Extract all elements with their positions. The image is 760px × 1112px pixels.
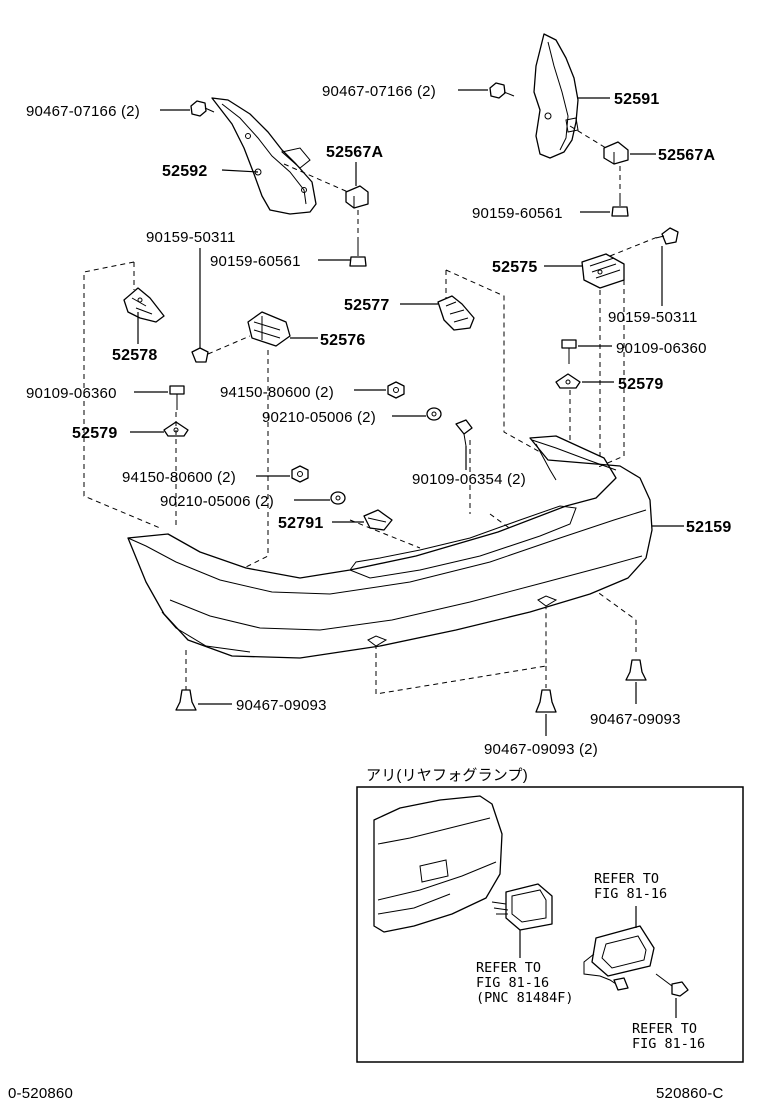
clip-90467-09093-center (535, 689, 557, 713)
label-52567A-right: 52567A (658, 147, 715, 164)
fog-lamp-unit (583, 925, 655, 991)
bracket-52575 (581, 253, 625, 289)
screw-90467-07166-left (190, 100, 215, 117)
washer-90210-05006-left (330, 491, 346, 505)
bracket-52577 (437, 295, 475, 331)
label-52576: 52576 (320, 332, 366, 349)
clip-52579-right (555, 373, 581, 389)
screw-90159-60561-left (349, 242, 367, 267)
retainer-52567A-left (345, 185, 369, 209)
clip-90467-09093-right (625, 659, 647, 681)
fog-lamp-socket (491, 883, 553, 931)
clip-52791 (363, 509, 393, 531)
mudguard-left-52592 (211, 97, 317, 215)
label-90159-60561-left: 90159-60561 (210, 253, 301, 270)
label-90109-06360-right: 90109-06360 (616, 340, 707, 357)
refer-a-line-2: FIG 81-16 (476, 975, 549, 991)
label-52791: 52791 (278, 515, 324, 532)
label-90467-07166-right: 90467-07166 (2) (322, 83, 436, 100)
label-90210-05006-center: 90210-05006 (2) (262, 409, 376, 426)
refer-b-line-2: FIG 81-16 (594, 886, 667, 902)
inset-title: アリ(リヤフォグランプ) (366, 767, 528, 784)
label-90159-50311-right: 90159-50311 (608, 309, 698, 326)
label-90159-60561-right: 90159-60561 (472, 205, 563, 222)
label-52578: 52578 (112, 347, 158, 364)
bolt-90109-06360-left (169, 385, 185, 410)
label-52577: 52577 (344, 297, 390, 314)
retainer-52567A-right (603, 141, 629, 165)
washer-90210-05006-center (426, 407, 442, 421)
refer-a-line-1: REFER TO (476, 960, 541, 976)
nut-94150-80600-center (387, 381, 405, 399)
label-90467-09093-left: 90467-09093 (236, 697, 327, 714)
label-90109-06354: 90109-06354 (2) (412, 471, 526, 488)
screw-90467-07166-right (489, 82, 515, 99)
refer-c-line-1: REFER TO (632, 1021, 697, 1037)
refer-c-line-2: FIG 81-16 (632, 1036, 705, 1052)
nut-94150-80600-left (291, 465, 309, 483)
label-52579-left: 52579 (72, 425, 118, 442)
bracket-52578 (123, 287, 165, 323)
clip-52579-left (163, 421, 189, 437)
label-52159: 52159 (686, 519, 732, 536)
label-90467-07166-left: 90467-07166 (2) (26, 103, 140, 120)
bolt-90109-06360-right (561, 339, 577, 364)
screw-90159-60561-right (611, 196, 629, 217)
clip-90467-09093-left (175, 686, 197, 711)
fog-lamp-screw (655, 973, 689, 997)
label-90210-05006-left: 90210-05006 (2) (160, 493, 274, 510)
refer-a-line-3: (PNC 81484F) (476, 990, 574, 1006)
label-90159-50311-left: 90159-50311 (146, 229, 236, 246)
label-52591: 52591 (614, 91, 660, 108)
inset-bumper-section (373, 795, 503, 933)
label-94150-80600-center: 94150-80600 (2) (220, 384, 334, 401)
refer-b-line-1: REFER TO (594, 871, 659, 887)
screw-90109-06354 (455, 419, 473, 447)
label-52575: 52575 (492, 259, 538, 276)
footer-right-code: 520860-C (656, 1085, 723, 1102)
mudguard-right-52591 (533, 33, 579, 159)
screw-90159-50311-right (655, 227, 679, 245)
label-90109-06360-left: 90109-06360 (26, 385, 117, 402)
screw-90159-50311-left (191, 347, 209, 363)
label-90467-09093-right: 90467-09093 (590, 711, 681, 728)
label-90467-09093-center: 90467-09093 (2) (484, 741, 598, 758)
label-52592: 52592 (162, 163, 208, 180)
label-94150-80600-left: 94150-80600 (2) (122, 469, 236, 486)
footer-left-code: 0-520860 (8, 1085, 73, 1102)
label-52567A-left: 52567A (326, 144, 383, 161)
inset-frame (356, 786, 744, 1063)
bracket-52576 (247, 311, 291, 347)
label-52579-right: 52579 (618, 376, 664, 393)
bumper-cover-52159 (127, 435, 653, 659)
